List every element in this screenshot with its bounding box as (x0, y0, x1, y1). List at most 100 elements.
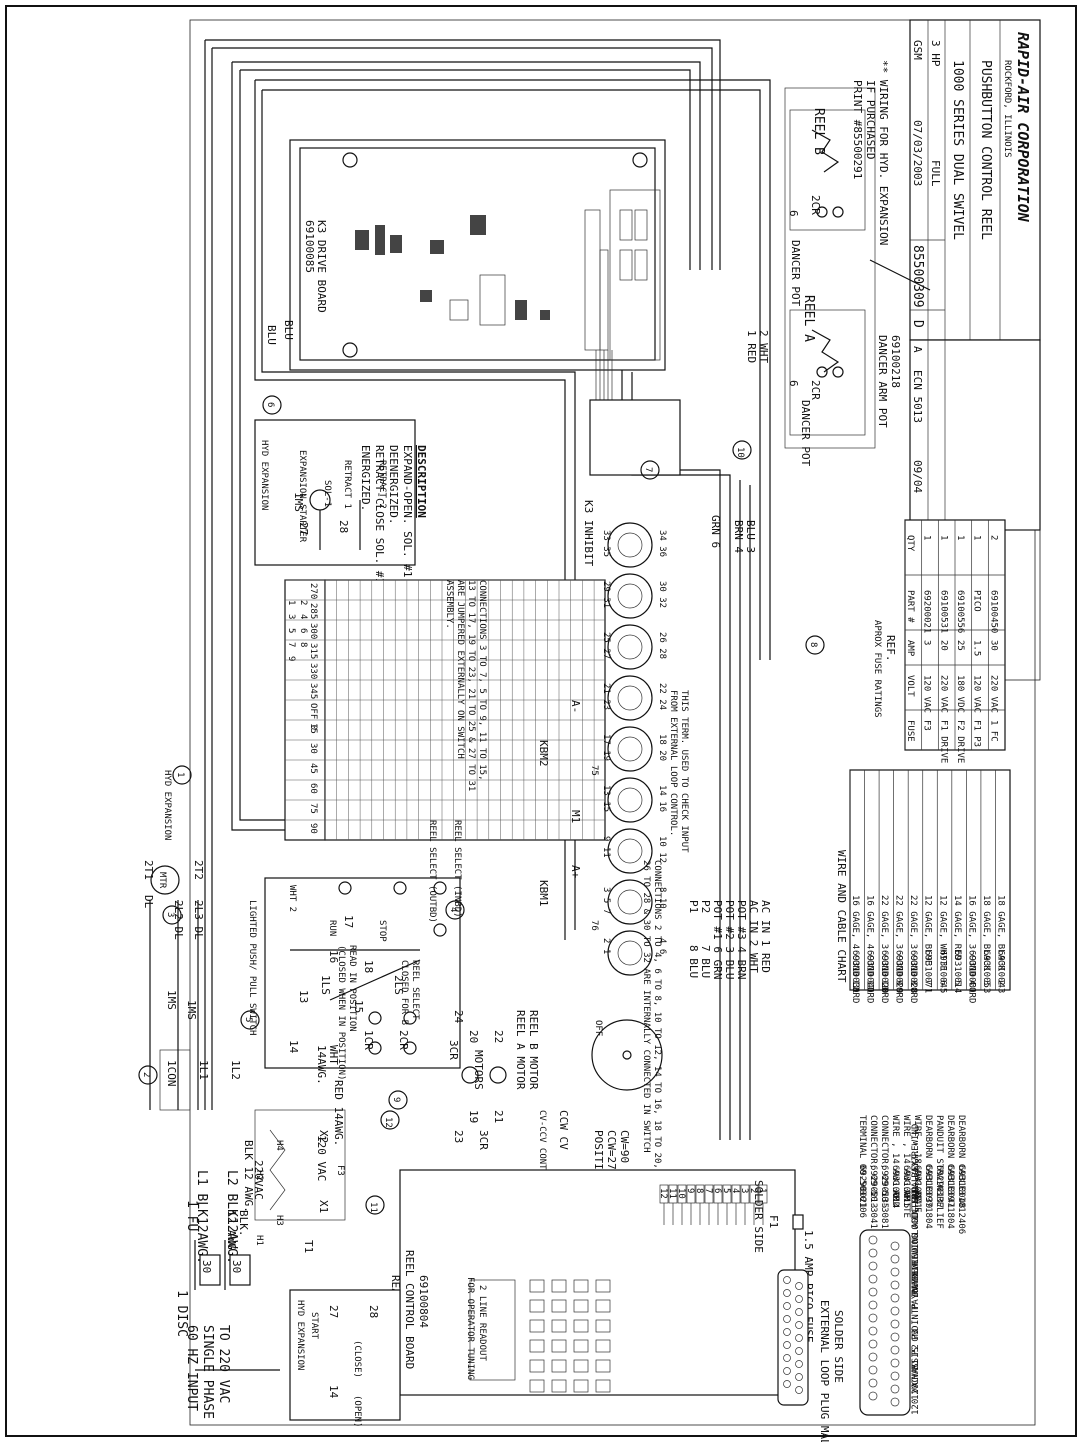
fuse-header: VOLT (905, 675, 915, 697)
svg-text:F1: F1 (767, 1215, 780, 1228)
svg-text:1 FU: 1 FU (184, 1200, 199, 1231)
callout-bubble (445, 900, 465, 920)
svg-text:2CR: 2CR (809, 195, 822, 215)
svg-text:1MS: 1MS (185, 1000, 198, 1020)
k3-inhibit-box: K3 INHIBIT (582, 399, 681, 567)
svg-text:CV-CCV CONTROL SWITCH: CV-CCV CONTROL SWITCH (537, 1110, 547, 1224)
drawing-number: 85500309 (910, 245, 925, 308)
fuse-cell: PICO (972, 590, 982, 612)
svg-text:21: 21 (492, 1110, 505, 1123)
svg-text:1LS: 1LS (319, 975, 332, 995)
matrix-row-label: 300 (308, 623, 318, 639)
matrix-row-label: 270 (308, 583, 318, 599)
part-qty: 3 (857, 1190, 867, 1195)
revision-block: A ECN 5013 09/04 (909, 339, 1041, 531)
part-desc: WIRE , 14 AWG.WHITE (901, 1115, 911, 1218)
svg-text:ENERGIZED.: ENERGIZED. (359, 445, 372, 511)
fuse-header: QTY (905, 535, 915, 552)
wafer-top-label: 21 23 (601, 683, 611, 710)
svg-text:AC IN 2 WHT: AC IN 2 WHT (747, 900, 760, 973)
svg-text:2 LINE READOUT: 2 LINE READOUT (477, 1285, 487, 1361)
rating: 3 HP (929, 40, 942, 67)
wire-item: 3 (981, 980, 991, 985)
sheet-size: D (910, 320, 925, 328)
svg-text:2T2: 2T2 (192, 860, 205, 880)
fuse-cell: 220 VAC (938, 675, 948, 713)
drawing-subtitle: 1000 SERIES DUAL SWIVEL (950, 60, 965, 240)
wire-item: 12 (850, 980, 860, 991)
svg-text:GRN 6: GRN 6 (709, 515, 722, 548)
matrix-row-label: 90 (308, 823, 318, 834)
svg-text:(CLOSE): (CLOSE) (352, 1340, 362, 1378)
svg-text:1L2: 1L2 (229, 1060, 242, 1080)
plug-pin-label: P3 (911, 1329, 921, 1340)
svg-text:REEL B MOTOR: REEL B MOTOR (527, 1010, 540, 1090)
part-qty: AR (901, 1190, 911, 1201)
fuse-table-title: REF. (884, 635, 897, 662)
svg-text:SOLDER SIDE: SOLDER SIDE (832, 1310, 845, 1383)
fuse-cell: 30 (988, 640, 998, 651)
svg-text:RETRACT 1: RETRACT 1 (342, 460, 352, 509)
svg-text:POT #1 6 GRN: POT #1 6 GRN (711, 900, 724, 979)
svg-text:DL: DL (142, 895, 155, 909)
fuse-cell: 69200021 (922, 590, 932, 633)
terminal-number: 4 (730, 1188, 740, 1193)
svg-text:20: 20 (467, 1030, 480, 1043)
svg-text:BLU 3: BLU 3 (744, 520, 757, 553)
svg-text:SOL-1: SOL-1 (322, 480, 332, 507)
wire-part: 69310053 (981, 950, 991, 993)
part-qty: 3 (956, 1190, 966, 1195)
wire-item: 4 (966, 980, 976, 985)
part-qty: 3 (945, 1190, 955, 1195)
svg-text:READ IN POSITION: READ IN POSITION (347, 945, 357, 1032)
svg-text:12 AWG.: 12 AWG. (225, 1210, 238, 1256)
callout-number: 6 (265, 402, 275, 407)
svg-text:THIS TERM. USED TO CHECK INPUT: THIS TERM. USED TO CHECK INPUT (679, 690, 689, 853)
svg-text:POT #3 4 BRN: POT #3 4 BRN (735, 900, 748, 979)
part-qty: 3 (923, 1190, 933, 1195)
wire-item: 9 (894, 980, 904, 985)
plug-pin-label: PAYOUT (911, 1277, 921, 1310)
svg-text:27: 27 (327, 1305, 340, 1318)
part-number: 69290213 (868, 1165, 878, 1208)
terminal-number: 3 (739, 1188, 749, 1193)
switch-wafer (607, 726, 653, 772)
sheet-border (5, 5, 1077, 1437)
svg-text:CONNECTIONS 2 TO 4, 6 TO 8, 10: CONNECTIONS 2 TO 4, 6 TO 8, 10 TO 12, 14… (652, 860, 662, 1223)
svg-text:6: 6 (787, 210, 800, 217)
callout-bubble (172, 765, 192, 785)
dancer-pot-a-label: DANCER POT (799, 400, 812, 467)
plug-pin-label: REWIND (911, 1232, 921, 1265)
plug-pin-label: P2 (911, 1344, 921, 1355)
title-block: RAPID-AIR CORPORATION ROCKFORD, ILLINOIS… (909, 19, 1041, 341)
fuse-cell: 120 VAC (972, 675, 982, 713)
rev-letter: A (911, 346, 924, 353)
matrix-row-label: 15 (308, 723, 318, 734)
power-input: TO 220 VAC SINGLE PHASE 60 HZ INPUT 1 DI… (174, 1170, 280, 1419)
wire-desc: 22 GAGE, 3 COND CORD (908, 895, 918, 1003)
svg-text:2LS: 2LS (392, 975, 405, 995)
dancer-pot-assembly: REEL A REEL B DANCER POT DANCER POT 6 6 … (784, 87, 931, 467)
fuse-cell: F1 DRIVE (938, 720, 948, 763)
wafer-bottom-label: 30 32 (657, 581, 667, 608)
svg-text:H1: H1 (254, 1235, 264, 1246)
part-qty: AR (890, 1190, 900, 1201)
svg-text:ARE JUMPERED EXTERNALLY ON SWI: ARE JUMPERED EXTERNALLY ON SWITCH (455, 580, 465, 759)
hyd-wiring-note: ** WIRING FOR HYD. EXPANSION IF PURCHASE… (851, 60, 890, 245)
reel-a-label: REEL A (801, 295, 816, 342)
part-qty: AR (912, 1190, 922, 1201)
callout-bubble (162, 905, 182, 925)
fuse-cell: F3 (922, 720, 932, 731)
wire-desc: 18 GAGE, BLACK (981, 895, 991, 971)
svg-text:1CR: 1CR (362, 1030, 375, 1050)
svg-text:START: START (309, 1312, 319, 1340)
svg-text:BRN 4: BRN 4 (732, 520, 745, 553)
svg-text:8 BLU: 8 BLU (687, 945, 700, 978)
wafer-top-label: 25 27 (601, 632, 611, 659)
callout-bubble (732, 440, 752, 460)
terminal-number: 10 (676, 1188, 686, 1199)
svg-text:SINGLE PHASE: SINGLE PHASE (200, 1325, 215, 1419)
kbm2-label: KBM2 (537, 740, 550, 767)
plug-pin-label: REWIND (911, 1247, 921, 1280)
plug-pin-label: LOGIC GND (911, 1186, 921, 1235)
